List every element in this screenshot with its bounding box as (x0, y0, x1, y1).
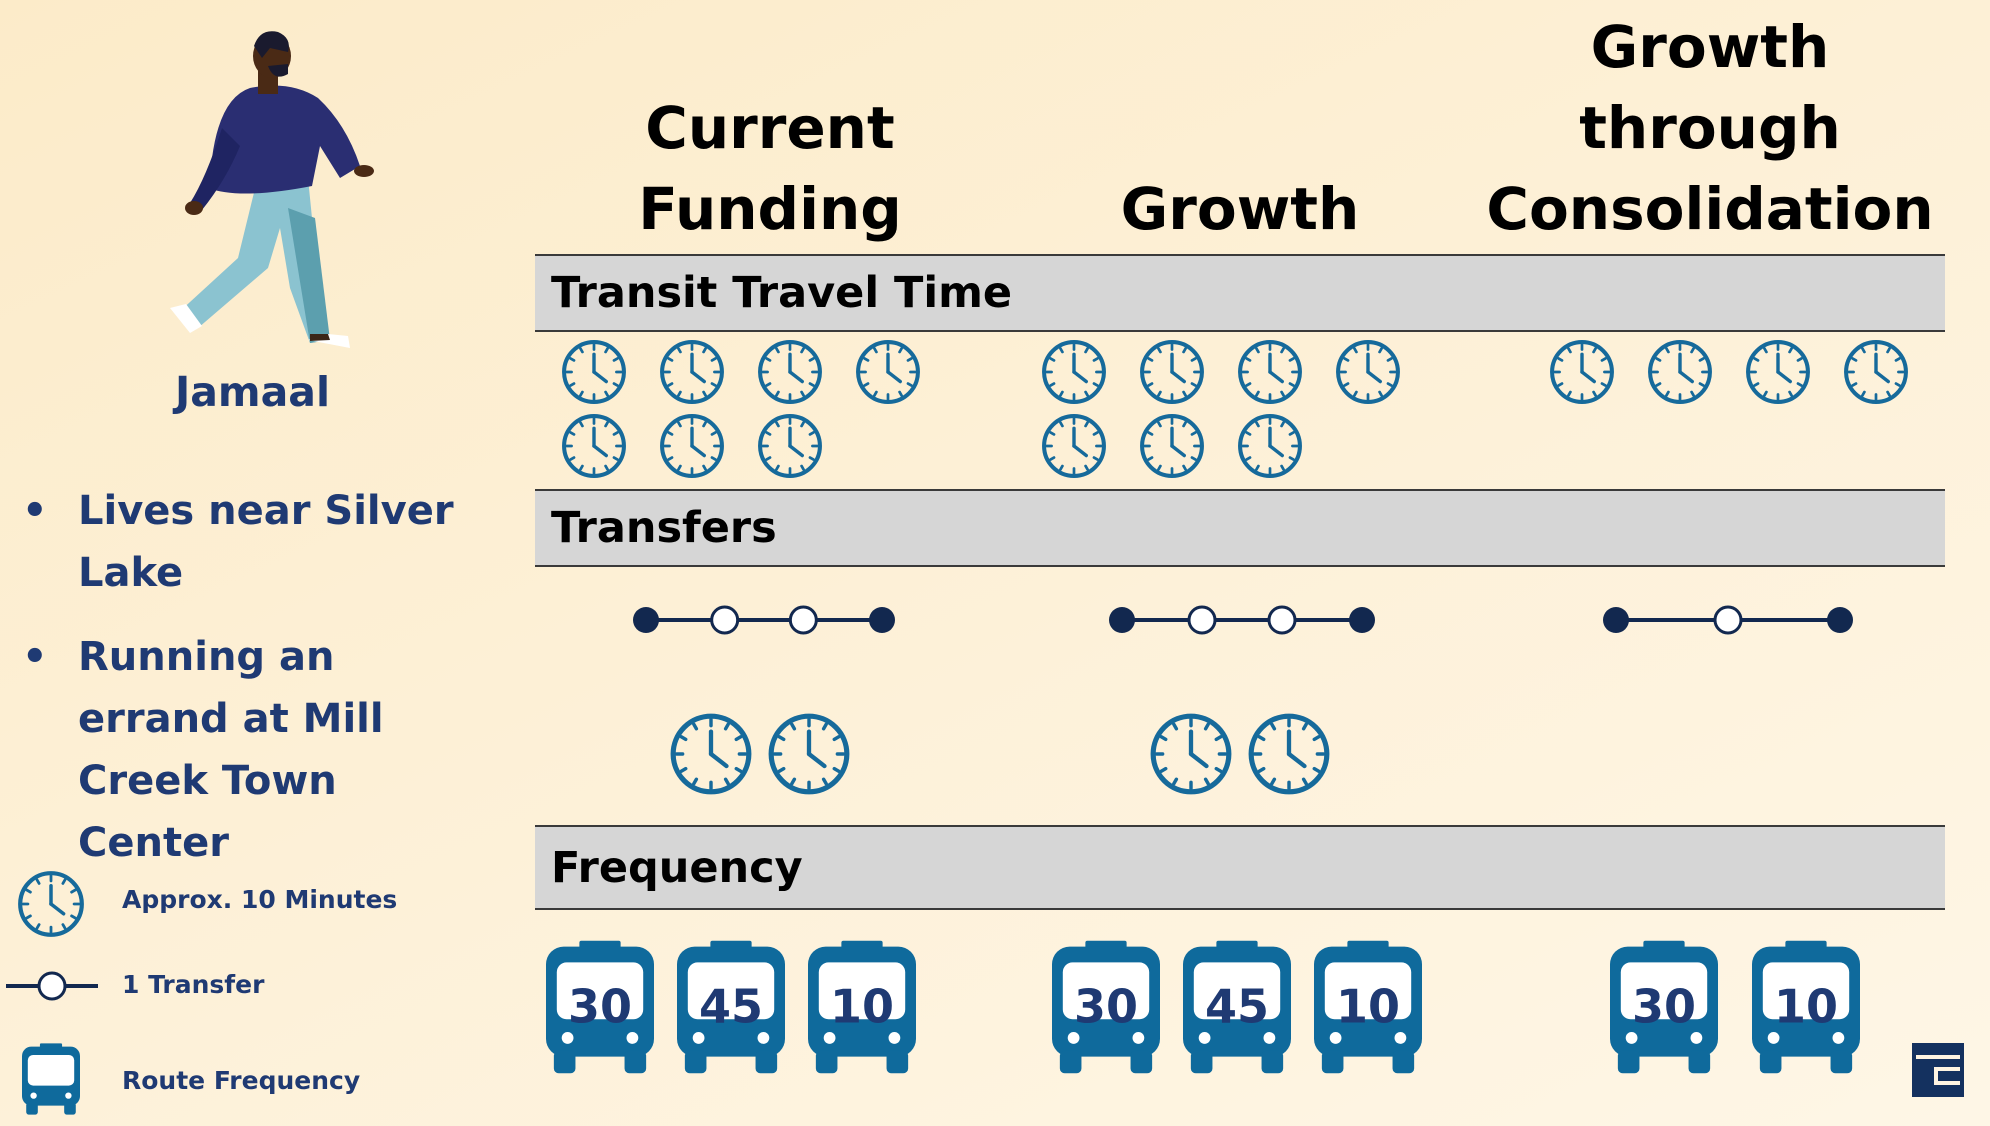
transfer-point-dot (1267, 605, 1297, 635)
travel-time-clock-icon (560, 412, 628, 480)
travel-time-clock-icon (1236, 412, 1304, 480)
route-frequency-number: 30 (1074, 980, 1138, 1034)
bus-icon: 30 (1610, 940, 1718, 1074)
route-frequency-number: 10 (830, 980, 894, 1034)
travel-time-clock-icon (854, 338, 922, 406)
persona-bullet: • Running an errand at Mill Creek Town C… (20, 626, 490, 874)
travel-time-clock-icon (756, 412, 824, 480)
route-frequency-number: 30 (1632, 980, 1696, 1034)
travel-time-clock-icon (756, 338, 824, 406)
route-frequency-number: 10 (1336, 980, 1400, 1034)
trip-endpoint-dot (869, 607, 895, 633)
travel-time-clock-icon (1040, 412, 1108, 480)
bullet-marker: • (22, 488, 48, 534)
bus-icon: 10 (1752, 940, 1860, 1074)
transfer-point-dot (1187, 605, 1217, 635)
transfer-wait-clock-icon (668, 711, 754, 797)
travel-time-clock-icon (1138, 412, 1206, 480)
legend-transfer-label: 1 Transfer (122, 970, 265, 999)
section-title: Frequency (551, 842, 803, 893)
trip-endpoint-dot (633, 607, 659, 633)
column-header-growth: Growth (1120, 175, 1360, 243)
bus-icon: 30 (546, 940, 654, 1074)
transfer-line-icon (633, 605, 895, 635)
travel-time-clock-icon (1040, 338, 1108, 406)
transfer-line-icon (1603, 605, 1853, 635)
travel-time-clock-icon (658, 412, 726, 480)
bus-icon: 30 (1052, 940, 1160, 1074)
legend-clock-label: Approx. 10 Minutes (122, 885, 398, 914)
persona-bullet: • Lives near Silver Lake (20, 480, 490, 604)
bus-icon: 45 (1183, 940, 1291, 1074)
travel-time-clock-icon (1842, 338, 1910, 406)
travel-time-clock-icon (1744, 338, 1812, 406)
transfer-wait-clock-icon (1246, 711, 1332, 797)
column-header-growth-through-consolidation: Growth through Consolidation (1486, 13, 1934, 243)
bus-icon: 10 (808, 940, 916, 1074)
route-frequency-number: 45 (1205, 980, 1269, 1034)
persona-bullet-text: Running an errand at Mill Creek Town Cen… (78, 634, 384, 866)
section-title: Transfers (551, 503, 777, 553)
transfer-line-icon (1109, 605, 1375, 635)
persona-description-list: • Lives near Silver Lake • Running an er… (20, 480, 490, 896)
section-title: Transit Travel Time (551, 268, 1013, 318)
column-header-current-funding: Current Funding (638, 94, 902, 243)
section-bar-frequency: Frequency (535, 825, 1945, 910)
travel-time-clock-icon (1548, 338, 1616, 406)
travel-time-clock-icon (1334, 338, 1402, 406)
section-bar-transit-travel-time: Transit Travel Time (535, 254, 1945, 332)
transfer-point-dot (1713, 605, 1743, 635)
trip-endpoint-dot (1109, 607, 1135, 633)
route-frequency-number: 10 (1774, 980, 1838, 1034)
bus-icon: 45 (677, 940, 785, 1074)
bullet-marker: • (22, 634, 48, 680)
transfer-point-dot (788, 605, 818, 635)
transfer-wait-clock-icon (1148, 711, 1234, 797)
travel-time-clock-icon (1236, 338, 1304, 406)
persona-name: Jamaal (174, 368, 331, 416)
brand-logo-icon (1912, 1043, 1964, 1097)
persona-illustration (150, 28, 380, 373)
travel-time-clock-icon (560, 338, 628, 406)
section-bar-transfers: Transfers (535, 489, 1945, 567)
trip-endpoint-dot (1827, 607, 1853, 633)
legend-transfer-icon (6, 971, 98, 1001)
legend-frequency-label: Route Frequency (122, 1066, 361, 1095)
trip-endpoint-dot (1603, 607, 1629, 633)
transfer-point-dot (710, 605, 740, 635)
travel-time-clock-icon (658, 338, 726, 406)
transfer-wait-clock-icon (766, 711, 852, 797)
legend-clock-icon (16, 869, 86, 939)
bus-icon: 10 (1314, 940, 1422, 1074)
travel-time-clock-icon (1138, 338, 1206, 406)
route-frequency-number: 30 (568, 980, 632, 1034)
route-frequency-number: 45 (699, 980, 763, 1034)
persona-bullet-text: Lives near Silver Lake (78, 488, 454, 596)
legend-bus-icon (22, 1043, 80, 1115)
travel-time-clock-icon (1646, 338, 1714, 406)
trip-endpoint-dot (1349, 607, 1375, 633)
